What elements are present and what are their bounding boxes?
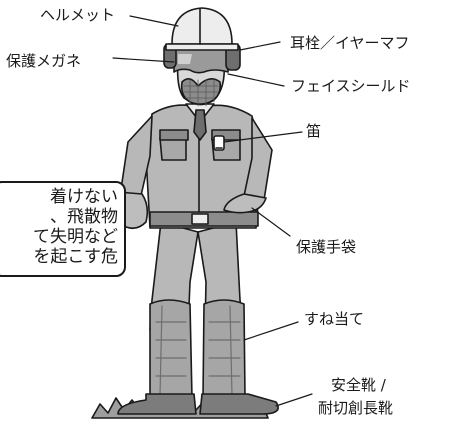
leader-lines xyxy=(112,15,313,407)
label-boots-line1: 安全靴 / xyxy=(331,376,386,394)
label-shin-guards: すね当て xyxy=(304,310,365,328)
callout-line: 。 xyxy=(0,267,15,275)
whistle xyxy=(213,135,225,151)
head xyxy=(176,59,226,107)
callout-line: を起こす危 xyxy=(33,247,118,267)
label-face-shield: フェイスシールド xyxy=(291,77,411,95)
collar xyxy=(185,103,215,141)
helmet xyxy=(165,7,239,51)
callout-line: 、飛散物 xyxy=(50,207,118,227)
label-earplugs: 耳栓／イヤーマフ xyxy=(290,34,410,52)
label-whistle: 笛 xyxy=(306,122,322,140)
label-helmet: ヘルメット xyxy=(40,6,116,24)
callout-line: 着けない xyxy=(50,187,118,207)
label-boots-line2: 耐切創長靴 xyxy=(318,399,394,417)
warning-callout: 着けない 、飛散物 て失明など を起こす危 。 xyxy=(0,181,126,277)
label-goggles: 保護メガネ xyxy=(6,52,82,70)
label-gloves: 保護手袋 xyxy=(296,238,357,256)
callout-line: て失明など xyxy=(33,227,118,247)
goggles xyxy=(173,45,229,74)
boots xyxy=(117,393,279,415)
shin-guards xyxy=(149,299,246,399)
